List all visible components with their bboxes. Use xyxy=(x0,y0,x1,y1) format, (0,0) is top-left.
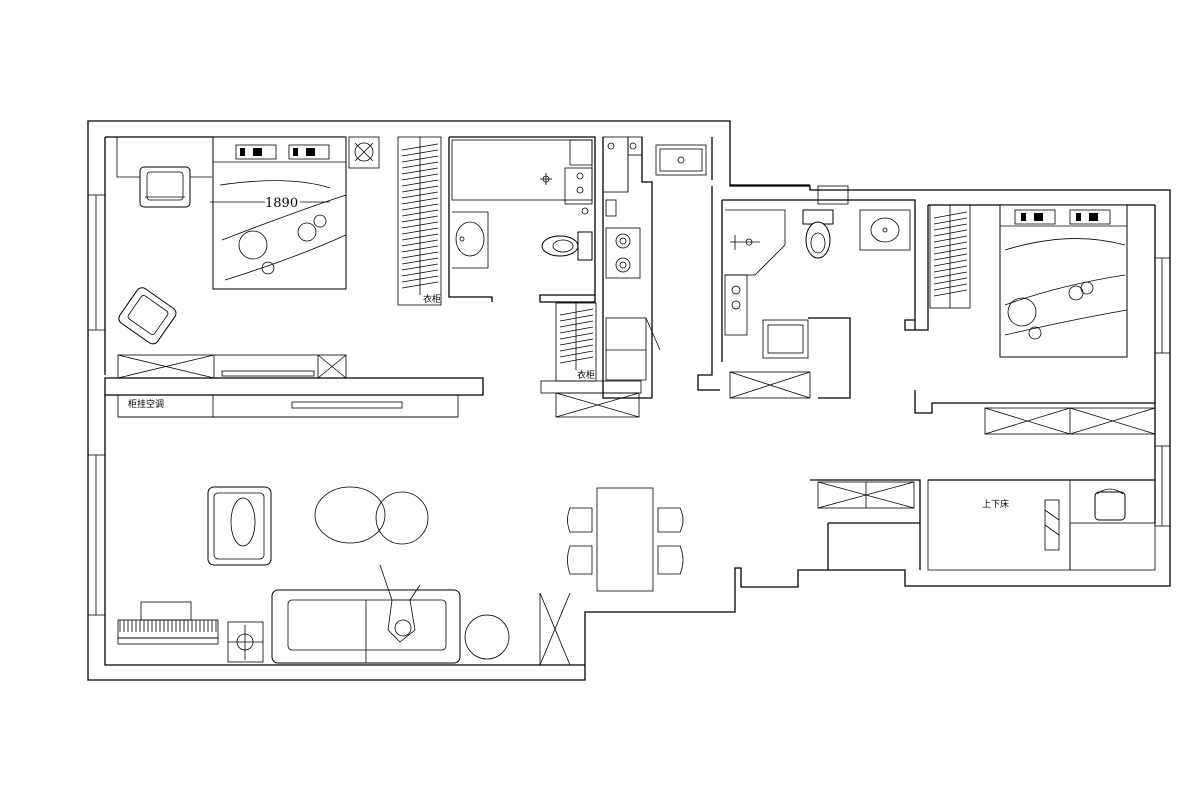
hanger-mark xyxy=(933,241,968,249)
hanger-mark xyxy=(559,332,594,340)
hanger-mark xyxy=(401,257,439,265)
kids-desk xyxy=(1069,522,1156,571)
toilet-2 xyxy=(802,209,834,259)
bunk-bed-label: 上下床 xyxy=(982,498,1009,510)
bathroom-1 xyxy=(451,139,593,269)
hanger-mark xyxy=(559,338,594,346)
fridge xyxy=(605,317,661,381)
hanger-mark xyxy=(401,143,439,151)
hanger-mark xyxy=(401,161,439,169)
hanger-mark xyxy=(559,344,594,352)
hanger-mark xyxy=(401,179,439,187)
bed-dimension-label: 1890 xyxy=(265,196,298,211)
gas-cooktop xyxy=(605,227,641,279)
dining-chairs xyxy=(567,507,684,575)
toilet-1 xyxy=(541,231,593,261)
wardrobe-second xyxy=(929,204,971,309)
hanger-mark xyxy=(401,281,439,289)
round-side-table xyxy=(464,614,510,660)
interior-walls xyxy=(104,136,1155,570)
hanger-mark xyxy=(933,211,968,219)
dining-table xyxy=(596,487,654,592)
exterior-walls xyxy=(87,120,1171,681)
kitchen xyxy=(602,136,707,381)
hanger-mark xyxy=(933,229,968,237)
hanger-mark xyxy=(401,221,439,229)
hanger-mark xyxy=(559,326,594,334)
hanger-mark xyxy=(933,265,968,273)
hanger-mark xyxy=(933,259,968,267)
hanger-mark xyxy=(401,149,439,157)
living-room: 柜挂空调 xyxy=(117,394,684,666)
wardrobe-center: 衣柜 xyxy=(540,302,642,418)
hanger-mark xyxy=(401,209,439,217)
hanger-mark xyxy=(401,275,439,283)
hanger-mark xyxy=(933,223,968,231)
hanger-mark xyxy=(559,308,594,316)
hanger-mark xyxy=(401,227,439,235)
person-figure xyxy=(379,564,421,643)
armchair-bedroom xyxy=(118,287,177,345)
hanger-mark xyxy=(401,167,439,175)
hanger-mark xyxy=(401,239,439,247)
sofa xyxy=(271,589,461,664)
hanger-mark xyxy=(933,271,968,279)
hanger-mark xyxy=(933,283,968,291)
hanger-mark xyxy=(401,251,439,259)
piano xyxy=(117,601,219,645)
wardrobe-label-master: 衣柜 xyxy=(423,293,441,305)
hanger-mark xyxy=(933,253,968,261)
kids-desk-chair xyxy=(1094,488,1126,521)
hanger-mark xyxy=(559,350,594,358)
hanger-mark xyxy=(401,155,439,163)
tv-cabinet-master xyxy=(117,354,347,379)
ac-unit-label: 柜挂空调 xyxy=(128,398,164,410)
side-table xyxy=(375,491,429,545)
hanger-mark xyxy=(401,245,439,253)
hanger-mark xyxy=(401,197,439,205)
hanger-mark xyxy=(933,235,968,243)
hanger-mark xyxy=(401,233,439,241)
hanger-mark xyxy=(559,320,594,328)
bunk-bed: 上下床 xyxy=(927,479,1071,571)
hanger-mark xyxy=(933,247,968,255)
double-bed: 1890 xyxy=(210,136,347,290)
hanger-mark xyxy=(559,314,594,322)
kitchen-sink xyxy=(655,144,707,176)
hanger-mark xyxy=(401,269,439,277)
hanger-mark xyxy=(933,217,968,225)
hanger-mark xyxy=(401,185,439,193)
hanger-mark xyxy=(401,191,439,199)
ventilation-shaft xyxy=(348,136,380,169)
floor-lamp xyxy=(227,621,264,663)
bathroom-2 xyxy=(724,209,911,399)
hanger-mark xyxy=(401,173,439,181)
hanger-mark xyxy=(401,215,439,223)
hanger-mark xyxy=(933,277,968,285)
desk-chair xyxy=(139,166,191,208)
master-bedroom: 1890 衣柜 xyxy=(116,136,442,379)
hanger-mark xyxy=(933,289,968,297)
hanger-mark xyxy=(559,356,594,364)
double-bed-second xyxy=(999,204,1128,358)
hanger-mark xyxy=(401,203,439,211)
shower-area xyxy=(451,139,593,201)
wardrobe-master: 衣柜 xyxy=(397,136,442,306)
hanger-mark xyxy=(401,263,439,271)
kids-room: 上下床 xyxy=(817,479,1156,571)
second-bedroom xyxy=(929,204,1156,435)
armchair-living xyxy=(207,486,272,566)
wardrobe-label-center: 衣柜 xyxy=(577,369,595,381)
coffee-table xyxy=(314,486,386,544)
